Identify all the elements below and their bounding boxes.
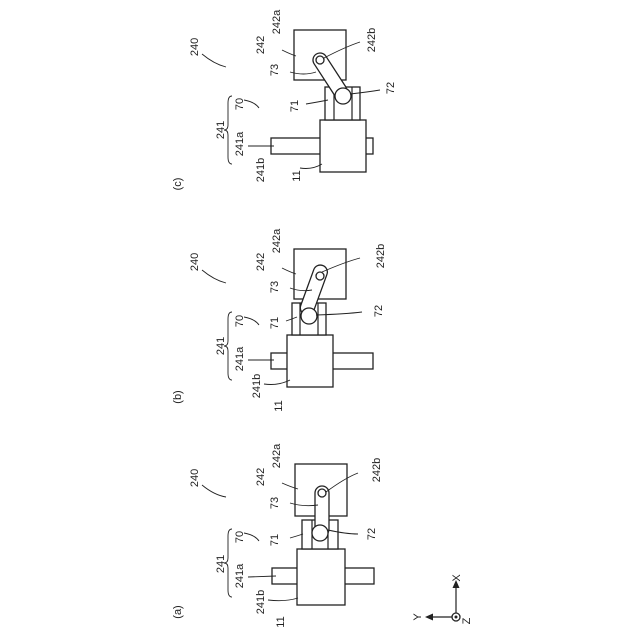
- label-11: 11: [273, 400, 285, 411]
- label-11: 11: [275, 616, 287, 627]
- label-241b: 241b: [255, 158, 267, 182]
- caption-a: (a): [172, 605, 184, 618]
- label-70: 70: [234, 315, 246, 327]
- label-241: 241: [215, 555, 227, 573]
- caption-b: (b): [172, 390, 184, 403]
- label-71: 71: [269, 534, 281, 546]
- label-11: 11: [291, 170, 303, 181]
- label-71: 71: [269, 317, 281, 329]
- label-241b: 241b: [251, 374, 263, 398]
- label-242a: 242a: [271, 228, 283, 253]
- label-241a: 241a: [234, 346, 246, 371]
- label-73: 73: [269, 281, 281, 293]
- label-242: 242: [255, 468, 267, 486]
- label-70: 70: [234, 98, 246, 110]
- label-241: 241: [215, 337, 227, 355]
- joint-72: [312, 525, 328, 541]
- label-241a: 241a: [234, 563, 246, 588]
- y-axis-arrowhead: [425, 614, 433, 621]
- label-242b: 242b: [375, 244, 387, 268]
- label-242: 242: [255, 253, 267, 271]
- block-11: [320, 120, 366, 172]
- joint-72: [301, 308, 317, 324]
- label-242: 242: [255, 36, 267, 54]
- label-73: 73: [269, 497, 281, 509]
- pivot-242b: [318, 489, 326, 497]
- axis-indicator: X Y Z: [412, 574, 473, 625]
- label-242a: 242a: [271, 9, 283, 34]
- joint-72: [335, 88, 351, 104]
- z-axis-dot: [455, 616, 458, 619]
- label-242b: 242b: [366, 28, 378, 52]
- label-240: 240: [189, 38, 201, 56]
- label-72: 72: [385, 82, 397, 94]
- panel-b: (b) 240 242 242a 242b 73 71 72 70 241 24…: [172, 228, 387, 412]
- pivot-242b: [316, 272, 324, 280]
- label-241b: 241b: [255, 590, 267, 614]
- block-11: [297, 549, 345, 605]
- label-71: 71: [289, 100, 301, 112]
- caption-c: (c): [172, 178, 184, 191]
- label-241a: 241a: [234, 131, 246, 156]
- label-241: 241: [215, 121, 227, 139]
- label-73: 73: [269, 64, 281, 76]
- label-242a: 242a: [271, 443, 283, 468]
- axis-z-label: Z: [461, 617, 473, 624]
- label-70: 70: [234, 531, 246, 543]
- label-240: 240: [189, 253, 201, 271]
- pivot-242b: [316, 56, 324, 64]
- label-72: 72: [366, 528, 378, 540]
- panel-a: (a) 240 242 242a 242b 73 71 72 70 241 24…: [172, 443, 383, 628]
- axis-x-label: X: [451, 574, 463, 582]
- label-240: 240: [189, 469, 201, 487]
- block-11: [287, 335, 333, 387]
- label-242b: 242b: [371, 458, 383, 482]
- label-72: 72: [373, 305, 385, 317]
- axis-y-label: Y: [412, 613, 424, 621]
- panel-c: (c) 240 242 242a 242b 73 71 72 70 241 24…: [172, 9, 397, 191]
